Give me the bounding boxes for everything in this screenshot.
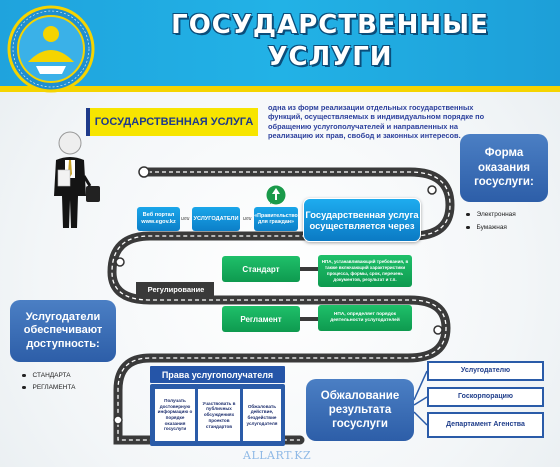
bullet-icon [22,373,26,378]
citizen-figure-icon [54,131,100,228]
service-providers-button[interactable]: УСЛУГОДАТЕЛИ [192,207,240,231]
or-label: или [243,216,252,222]
regulation-label: Регулирование [147,285,205,294]
gov-for-citizens-label: «Правительство для граждан» [254,212,298,225]
bullet-icon [22,385,26,390]
right-item: Обжаловать действие, бездействие услугод… [243,389,281,441]
provider-item: СТАНДАРТА [22,372,71,379]
rights-title: Права услугополучателя [150,366,285,383]
providers-box: Услугодатели обеспечивают доступность: [10,300,116,362]
right-item: Получать достоверную информацию о порядк… [155,389,195,441]
form-item: Электронная [466,211,516,218]
right-item: Участвовать в публичных обсуждениях прое… [198,389,240,441]
header-stripe [0,86,560,92]
service-form-box: Форма оказания госуслуги: [460,134,548,202]
or-label: или [181,216,190,222]
reglament-button[interactable]: Регламент [222,306,300,332]
state-emblem-icon [7,5,95,93]
form-item-label: Электронная [476,211,516,218]
provider-item: РЕГЛАМЕНТА [22,384,75,391]
page-title-line2: УСЛУГИ [267,42,393,72]
appeal-destination-goscorp[interactable]: Госкорпорацию [427,387,544,407]
appeal-destination-provider[interactable]: Услугодателю [427,361,544,381]
gk-logo-icon [266,185,286,205]
web-portal-button[interactable]: Веб портал www.egov.kz [137,207,180,231]
appeal-box: Обжалование результата госуслуги [306,379,414,441]
gov-service-label: ГОСУДАРСТВЕННАЯ УСЛУГА [86,108,258,136]
service-delivery-box: Государственная услуга осуществляется че… [303,198,421,242]
form-item-label: Бумажная [476,224,507,231]
standard-description: НПА, устанавливающий требования, в также… [318,255,412,287]
bullet-icon [466,212,470,217]
watermark: ALLART.KZ [243,449,312,462]
page-title-line1: ГОСУДАРСТВЕННЫЕ [171,10,489,40]
reglament-description: НПА, определяет порядок деятельности усл… [318,305,412,331]
provider-item-label: РЕГЛАМЕНТА [32,384,76,391]
appeal-destination-agency[interactable]: Департамент Агенства [427,412,544,438]
provider-item-label: СТАНДАРТА [32,372,71,379]
form-item: Бумажная [466,224,507,231]
standard-button[interactable]: Стандарт [222,256,300,282]
gov-for-citizens-button[interactable]: «Правительство для граждан» [254,207,298,231]
gk-abbrev: ГК [270,200,276,206]
gov-service-definition: одна из форм реализации отдельных госуда… [268,103,485,141]
bullet-icon [466,225,470,230]
